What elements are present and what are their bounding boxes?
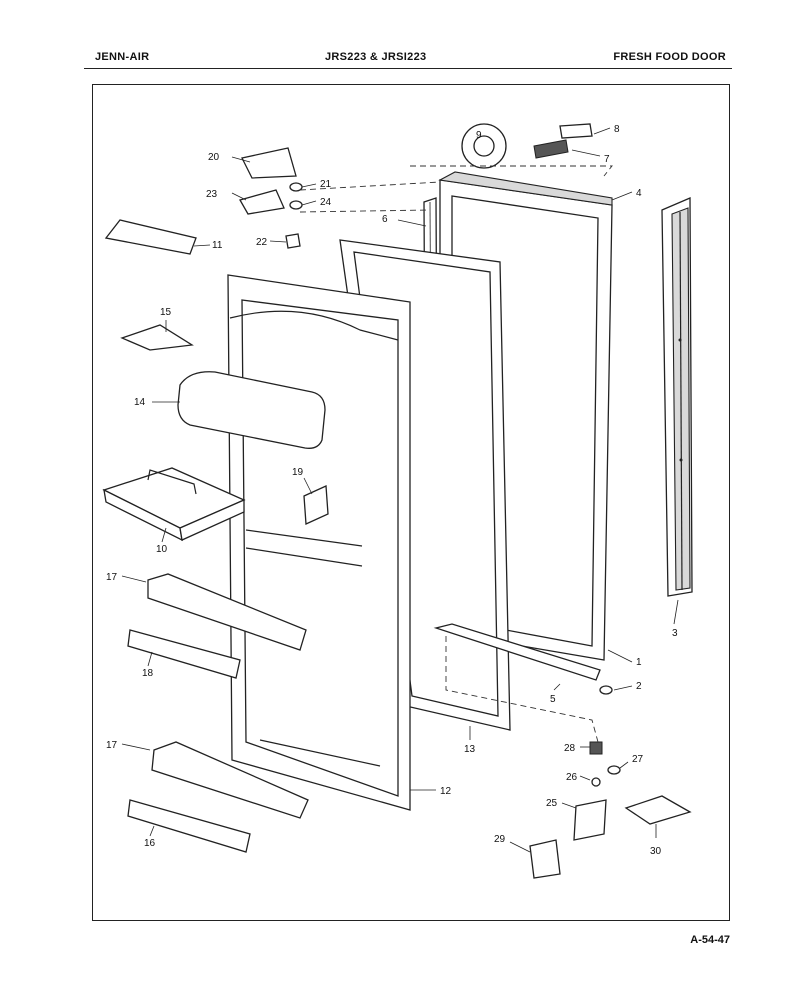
- callout-18: 18: [142, 668, 154, 679]
- part-5-bottom-trim: [433, 623, 613, 695]
- callout-17-upper: 17: [106, 572, 118, 583]
- brand-label: JENN-AIR: [95, 51, 150, 63]
- callout-30: 30: [650, 846, 662, 857]
- part-10-egg-tray: [102, 467, 246, 542]
- part-12-inner-panel: [227, 274, 411, 811]
- part-16-17-lower-shelf: [127, 741, 309, 853]
- callout-2: 2: [636, 681, 642, 692]
- callout-17-lower: 17: [106, 740, 118, 751]
- part-14-dairy-door: [177, 371, 326, 449]
- callout-20: 20: [208, 152, 220, 163]
- callout-25: 25: [546, 798, 558, 809]
- diagram-frame: [92, 84, 730, 921]
- callout-29: 29: [494, 834, 506, 845]
- callout-5: 5: [550, 694, 556, 705]
- callout-24: 24: [320, 197, 332, 208]
- callout-10: 10: [156, 544, 168, 555]
- callout-23: 23: [206, 189, 218, 200]
- callout-3: 3: [672, 628, 678, 639]
- part-3-side-trim: [661, 197, 693, 597]
- section-title: FRESH FOOD DOOR: [613, 51, 726, 63]
- callout-21: 21: [320, 179, 332, 190]
- part-7-8-9-control: [461, 123, 593, 169]
- leader-lines: [121, 127, 679, 853]
- callout-16: 16: [144, 838, 156, 849]
- callout-7: 7: [604, 154, 610, 165]
- callout-12: 12: [440, 786, 452, 797]
- callout-26: 26: [566, 772, 578, 783]
- assembly-guide-lines: [299, 165, 613, 743]
- part-17-18-upper-shelf: [127, 573, 307, 679]
- callout-4: 4: [636, 188, 642, 199]
- callout-19: 19: [292, 467, 304, 478]
- callout-1: 1: [636, 657, 642, 668]
- callout-22: 22: [256, 237, 268, 248]
- callout-9: 9: [476, 130, 482, 141]
- part-25-30-lower-hinge: [529, 741, 692, 879]
- callout-27: 27: [632, 754, 644, 765]
- page-code: A-54-47: [690, 934, 730, 946]
- part-19-bracket: [303, 485, 329, 525]
- callout-11: 11: [212, 240, 223, 251]
- part-15-clip: [120, 324, 194, 351]
- callout-8: 8: [614, 124, 620, 135]
- callout-13: 13: [464, 744, 476, 755]
- callout-14: 14: [134, 397, 146, 408]
- part-11-hinge-strap: [104, 219, 197, 255]
- part-21-22-24-hardware: [285, 182, 303, 249]
- callout-15: 15: [160, 307, 172, 318]
- model-numbers: JRS223 & JRSI223: [325, 51, 427, 63]
- callout-28: 28: [564, 743, 576, 754]
- callout-6: 6: [382, 214, 388, 225]
- callout-labels: 20 23 21 24 22 11 6 15 14 10 19 17 18 17…: [106, 124, 678, 857]
- part-20-23-hinge-plates: [239, 147, 297, 215]
- header-rule: [84, 68, 732, 69]
